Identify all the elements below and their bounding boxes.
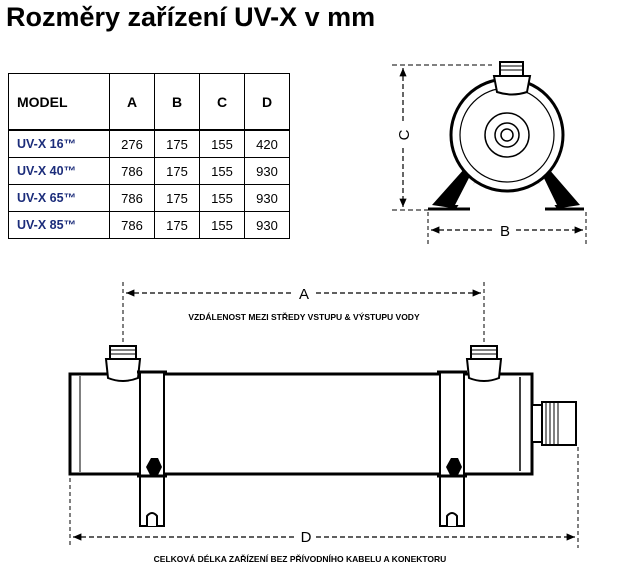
value-cell-b: 175 xyxy=(154,129,200,158)
caption-a: VZDÁLENOST MEZI STŘEDY VSTUPU & VÝSTUPU … xyxy=(188,311,420,322)
top-fitting xyxy=(492,61,532,96)
value-cell-d: 420 xyxy=(244,129,290,158)
dimension-b xyxy=(427,212,587,244)
dimension-d xyxy=(69,447,579,548)
dimension-c xyxy=(392,64,492,211)
dimensions-table: MODEL A B C D UV-X 16™ 276 175 155 420 U… xyxy=(8,73,290,239)
model-cell: UV-X 40™ xyxy=(8,157,110,185)
table-row: UV-X 65™ 786 175 155 930 xyxy=(8,184,290,212)
housing-circle xyxy=(449,77,565,193)
column-header-model: MODEL xyxy=(8,73,110,131)
model-cell: UV-X 16™ xyxy=(8,129,110,158)
model-cell: UV-X 65™ xyxy=(8,184,110,212)
caption-d: CELKOVÁ DÉLKA ZAŘÍZENÍ BEZ PŘÍVODNÍHO KA… xyxy=(154,553,447,564)
value-cell-d: 930 xyxy=(244,211,290,239)
table-header-row: MODEL A B C D xyxy=(8,73,290,131)
value-cell-a: 786 xyxy=(109,211,155,239)
dimension-a xyxy=(122,282,485,344)
value-cell-c: 155 xyxy=(199,157,245,185)
mounting-bracket-left xyxy=(137,370,167,527)
table-row: UV-X 40™ 786 175 155 930 xyxy=(8,157,290,185)
model-cell: UV-X 85™ xyxy=(8,211,110,239)
value-cell-c: 155 xyxy=(199,129,245,158)
column-header-c: C xyxy=(199,73,245,131)
column-header-b: B xyxy=(154,73,200,131)
label-c: C xyxy=(396,129,413,140)
side-view-drawing: A VZDÁLENOST MEZI STŘEDY VSTUPU & VÝSTUP… xyxy=(68,282,579,564)
mounting-bracket-right xyxy=(437,370,467,527)
label-d: D xyxy=(301,529,312,546)
end-view-stand xyxy=(428,168,584,211)
value-cell-a: 786 xyxy=(109,184,155,212)
outlet-fitting xyxy=(465,345,503,382)
value-cell-b: 175 xyxy=(154,211,200,239)
table-row: UV-X 85™ 786 175 155 930 xyxy=(8,211,290,239)
value-cell-d: 930 xyxy=(244,157,290,185)
cable-connector xyxy=(531,401,577,446)
column-header-a: A xyxy=(109,73,155,131)
value-cell-c: 155 xyxy=(199,211,245,239)
column-header-d: D xyxy=(244,73,290,131)
page-title: Rozměry zařízení UV-X v mm xyxy=(6,2,376,32)
inlet-fitting xyxy=(104,345,142,382)
value-cell-a: 276 xyxy=(109,129,155,158)
table-row: UV-X 16™ 276 175 155 420 xyxy=(8,129,290,158)
label-a: A xyxy=(299,286,309,303)
end-view-drawing: C B xyxy=(392,61,587,244)
label-b: B xyxy=(500,223,510,240)
